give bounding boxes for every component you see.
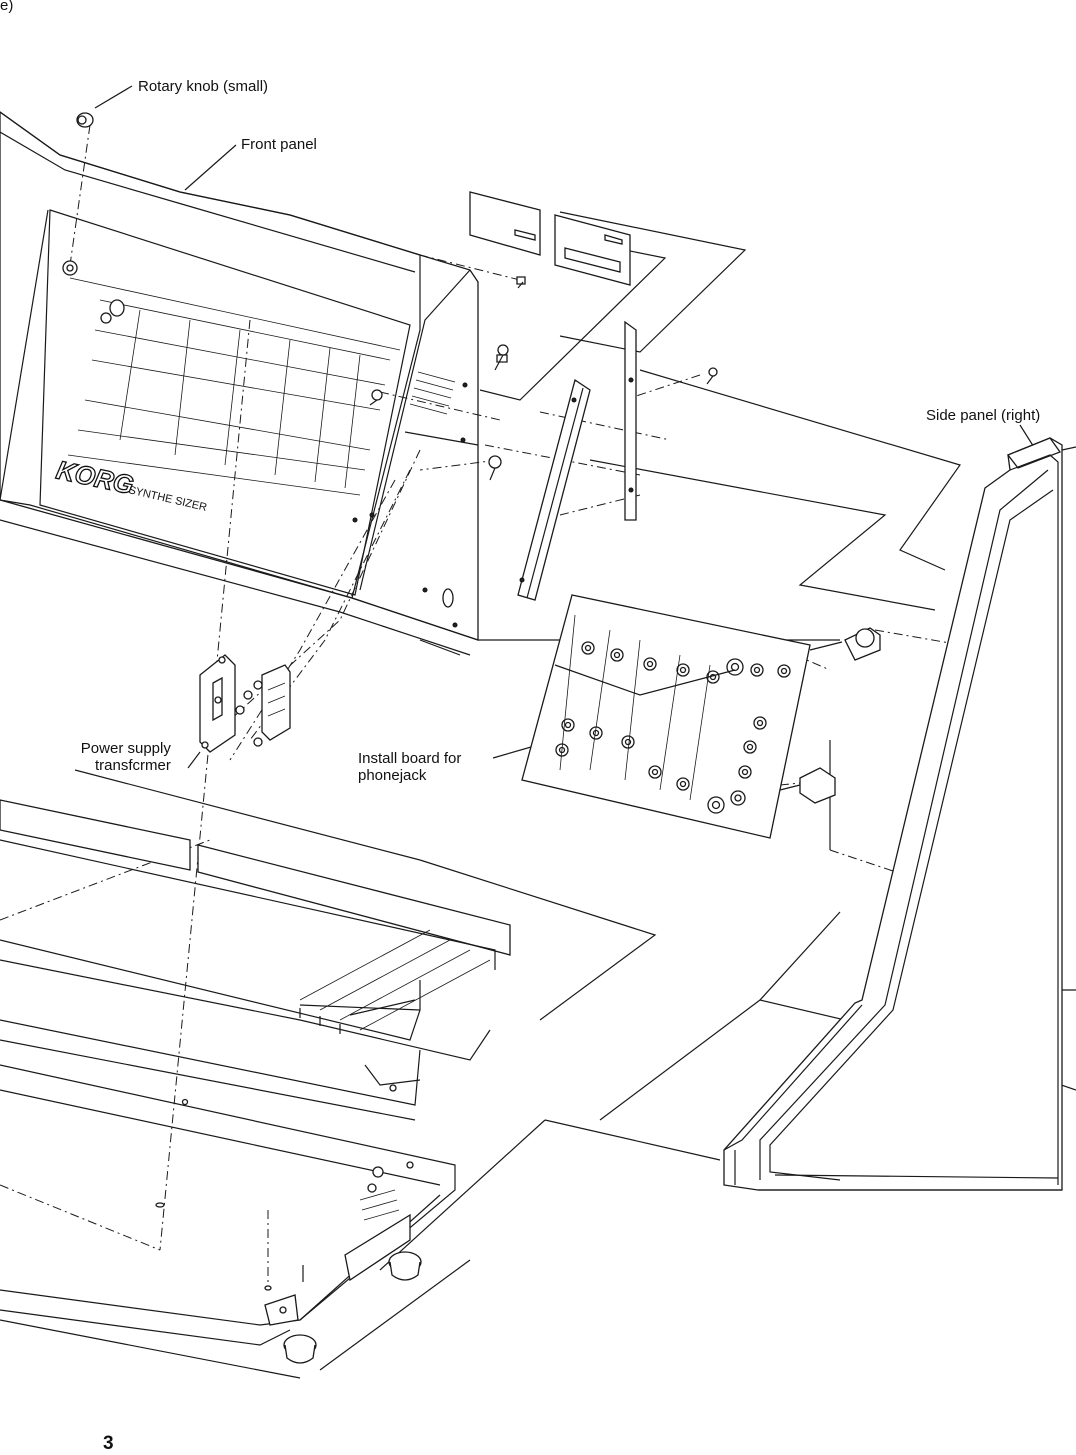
bottom-plate — [0, 1161, 441, 1364]
keyboard-bed — [0, 799, 511, 1321]
side-panel-right — [723, 437, 1076, 1191]
install-board — [521, 594, 881, 839]
page-number: 3 — [103, 1433, 114, 1454]
side-panel-right-label: Side panel (right) — [926, 407, 1041, 424]
corner-fragment: e) — [0, 0, 14, 14]
leader-lines — [94, 85, 1038, 769]
small-plates — [469, 191, 631, 363]
power-supply-label: Power supply transfcrmer — [75, 740, 171, 775]
front-panel-label: Front panel — [241, 136, 317, 153]
rotary-knobs — [62, 112, 125, 324]
power-supply-label-line1: Power supply — [80, 740, 171, 757]
rotary-knob-label: Rotary knob (small) — [138, 78, 269, 95]
install-board-label-line2: phonejack — [358, 767, 427, 785]
front-panel — [0, 111, 479, 656]
install-board-label-line1: Install board for — [358, 750, 462, 767]
power-supply-transformer — [199, 654, 291, 753]
brackets — [517, 320, 637, 601]
power-supply-label-line2: transfcrmer — [95, 757, 171, 775]
install-board-label: Install board for phonejack — [358, 750, 461, 785]
